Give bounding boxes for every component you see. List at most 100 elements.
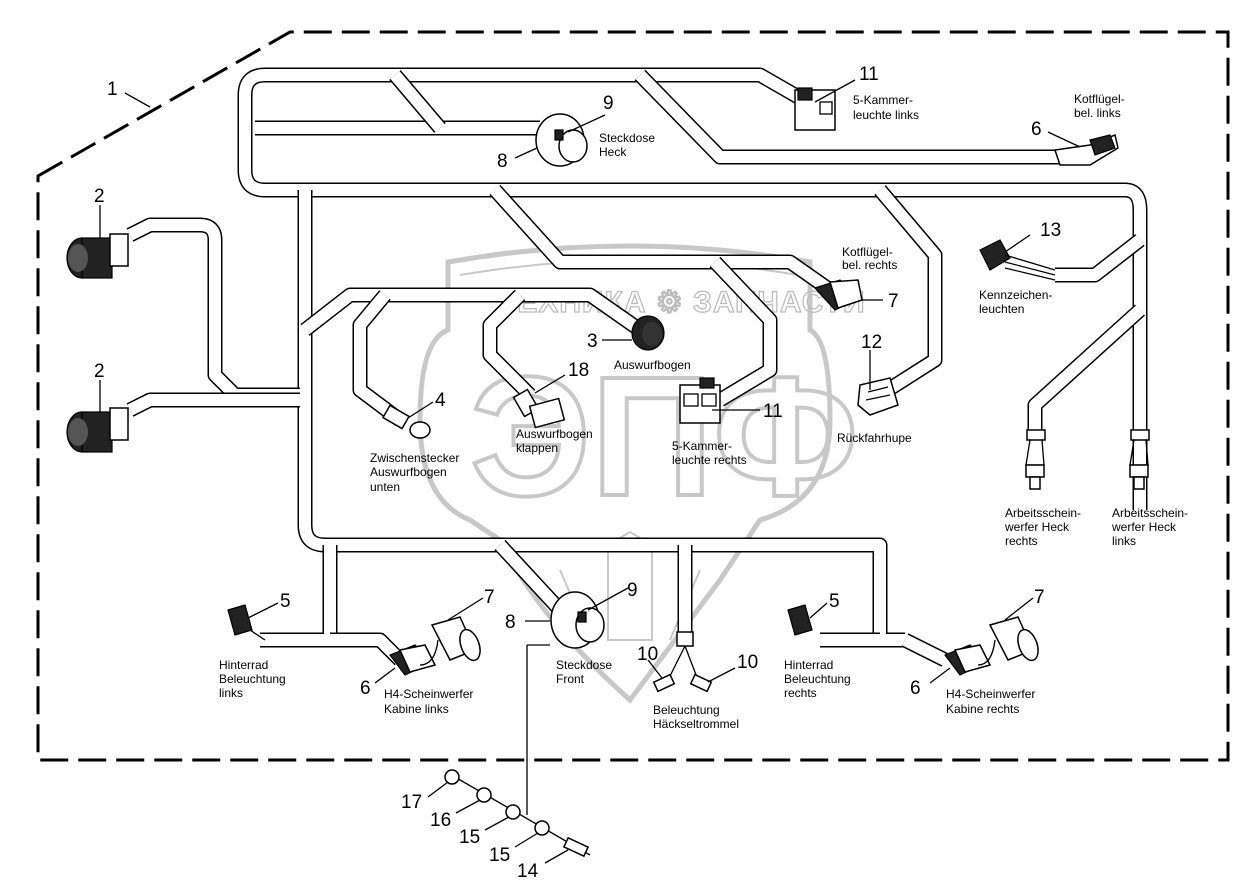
label-kennzeichenleuchten: Kennzeichen- leuchten <box>979 288 1052 316</box>
svg-text:Steckdose: Steckdose <box>599 131 655 145</box>
svg-text:Beleuchtung: Beleuchtung <box>219 672 286 686</box>
callout-5: 5 <box>280 591 291 612</box>
callout-10: 10 <box>637 644 658 665</box>
label-auswurfbogen-klappen: Auswurfbogen klappen <box>516 427 593 455</box>
label-kotfluegel-rechts: Kotflügel- bel. rechts <box>842 245 897 272</box>
svg-text:bel. rechts: bel. rechts <box>842 258 897 272</box>
svg-text:5-Kammer-: 5-Kammer- <box>672 439 732 453</box>
callout-17: 17 <box>401 792 422 813</box>
work-light-rear-right-plug-icon <box>1025 429 1046 490</box>
label-zwischenstecker: Zwischenstecker Auswurfbogen unten <box>370 451 459 494</box>
washer-icon <box>476 787 492 803</box>
socket-rear-icon <box>535 113 588 167</box>
svg-text:rechts: rechts <box>1005 534 1038 548</box>
svg-text:Häckseltrommel: Häckseltrommel <box>653 717 739 731</box>
callout-7: 7 <box>888 291 899 312</box>
callout-numbers: 1 2 2 9 8 11 6 13 7 12 3 4 18 11 5 7 6 8… <box>94 64 1061 882</box>
svg-text:5-Kammer-: 5-Kammer- <box>853 93 913 107</box>
svg-text:werfer Heck: werfer Heck <box>1111 520 1177 534</box>
callout-14: 14 <box>517 861 539 882</box>
svg-text:Auswurfbogen: Auswurfbogen <box>516 427 593 441</box>
svg-text:werfer Heck: werfer Heck <box>1004 520 1070 534</box>
callout-12: 12 <box>861 332 882 353</box>
callout-13: 13 <box>1040 220 1061 241</box>
socket-front-icon <box>550 591 605 649</box>
callout-11: 11 <box>859 64 879 85</box>
label-hinterrad-rechts: Hinterrad Beleuchtung rechts <box>784 658 851 700</box>
callout-11: 11 <box>763 401 783 422</box>
svg-text:H4-Scheinwerfer: H4-Scheinwerfer <box>946 687 1035 701</box>
svg-text:Arbeitsschein-: Arbeitsschein- <box>1005 506 1081 520</box>
svg-text:klappen: klappen <box>516 441 558 455</box>
svg-text:Heck: Heck <box>599 145 627 159</box>
h4-headlight-right-connector-icon <box>944 644 992 676</box>
callout-15: 15 <box>459 827 480 848</box>
svg-text:Kotflügel-: Kotflügel- <box>1074 92 1125 106</box>
svg-text:Steckdose: Steckdose <box>556 658 612 672</box>
svg-text:leuchte links: leuchte links <box>853 108 919 122</box>
harness-cables <box>126 67 1148 667</box>
svg-text:leuchten: leuchten <box>979 302 1024 316</box>
svg-text:leuchte rechts: leuchte rechts <box>672 453 747 467</box>
label-h4-links: H4-Scheinwerfer Kabine links <box>384 687 473 716</box>
callout-15: 15 <box>489 845 510 866</box>
work-light-rear-left-plug-icon <box>1129 429 1150 490</box>
label-hinterrad-links: Hinterrad Beleuchtung links <box>219 658 286 700</box>
round-connector-icon <box>66 233 129 279</box>
svg-text:Kabine rechts: Kabine rechts <box>946 702 1019 716</box>
reverse-horn-connector-icon <box>857 377 899 416</box>
callout-6: 6 <box>910 678 921 699</box>
svg-text:Hinterrad: Hinterrad <box>784 658 833 672</box>
round-connector-icon <box>66 407 129 453</box>
label-kotfluegel-links: Kotflügel- bel. links <box>1074 92 1125 120</box>
callout-2: 2 <box>94 361 105 382</box>
svg-text:links: links <box>1112 534 1136 548</box>
h4-headlight-left-connector-icon <box>389 644 437 676</box>
svg-text:Hinterrad: Hinterrad <box>219 658 268 672</box>
callout-2: 2 <box>94 186 105 207</box>
callout-3: 3 <box>587 331 598 352</box>
callout-6: 6 <box>1031 119 1042 140</box>
chute-flap-connector-icon <box>512 388 566 429</box>
label-5-kammer-links: 5-Kammer- leuchte links <box>853 93 919 122</box>
svg-text:unten: unten <box>370 480 400 494</box>
label-haeckseltrommel: Beleuchtung Häckseltrommel <box>653 703 739 731</box>
watermark-logo: ЭПФ <box>470 342 858 532</box>
label-auswurfbogen: Auswurfbogen <box>614 358 691 372</box>
svg-text:Arbeitsschein-: Arbeitsschein- <box>1112 506 1188 520</box>
label-rueckfahrhupe: Rückfahrhupe <box>837 431 912 445</box>
svg-text:H4-Scheinwerfer: H4-Scheinwerfer <box>384 687 473 701</box>
chopper-drum-light-connector-icon <box>652 631 713 693</box>
headlight-plug-right-icon <box>977 616 1039 666</box>
nut-icon <box>444 769 460 785</box>
callout-9: 9 <box>627 580 638 601</box>
lamp-connector-left-icon <box>794 87 836 131</box>
fastener-stack <box>444 644 591 858</box>
callout-4: 4 <box>435 390 446 411</box>
svg-text:Front: Front <box>556 672 585 686</box>
headlight-plug-left-icon <box>419 616 481 666</box>
fender-light-left-connector-icon <box>1054 133 1119 166</box>
callout-16: 16 <box>430 810 451 831</box>
svg-text:rechts: rechts <box>784 686 817 700</box>
label-arbeitsscheinwerfer-links: Arbeitsschein- werfer Heck links <box>1111 506 1188 548</box>
license-plate-connector-icon <box>979 239 1056 281</box>
screw-icon <box>562 836 590 858</box>
svg-text:links: links <box>219 686 243 700</box>
part-labels: Steckdose Heck 5-Kammer- leuchte links K… <box>219 92 1188 731</box>
callout-5: 5 <box>829 591 840 612</box>
label-5-kammer-rechts: 5-Kammer- leuchte rechts <box>672 439 747 467</box>
svg-text:Beleuchtung: Beleuchtung <box>784 672 851 686</box>
svg-text:Auswurfbogen: Auswurfbogen <box>370 465 447 479</box>
svg-text:Zwischenstecker: Zwischenstecker <box>370 451 459 465</box>
rear-wheel-light-right-connector-icon <box>787 604 813 636</box>
rear-wheel-light-left-connector-icon <box>227 604 266 641</box>
assembly-boundary <box>36 30 1230 762</box>
callout-8: 8 <box>505 612 516 633</box>
connectors <box>66 87 1150 858</box>
callout-1: 1 <box>107 79 118 100</box>
lamp-connector-right-icon <box>679 377 721 424</box>
callout-6: 6 <box>360 678 371 699</box>
callout-10: 10 <box>737 652 758 673</box>
